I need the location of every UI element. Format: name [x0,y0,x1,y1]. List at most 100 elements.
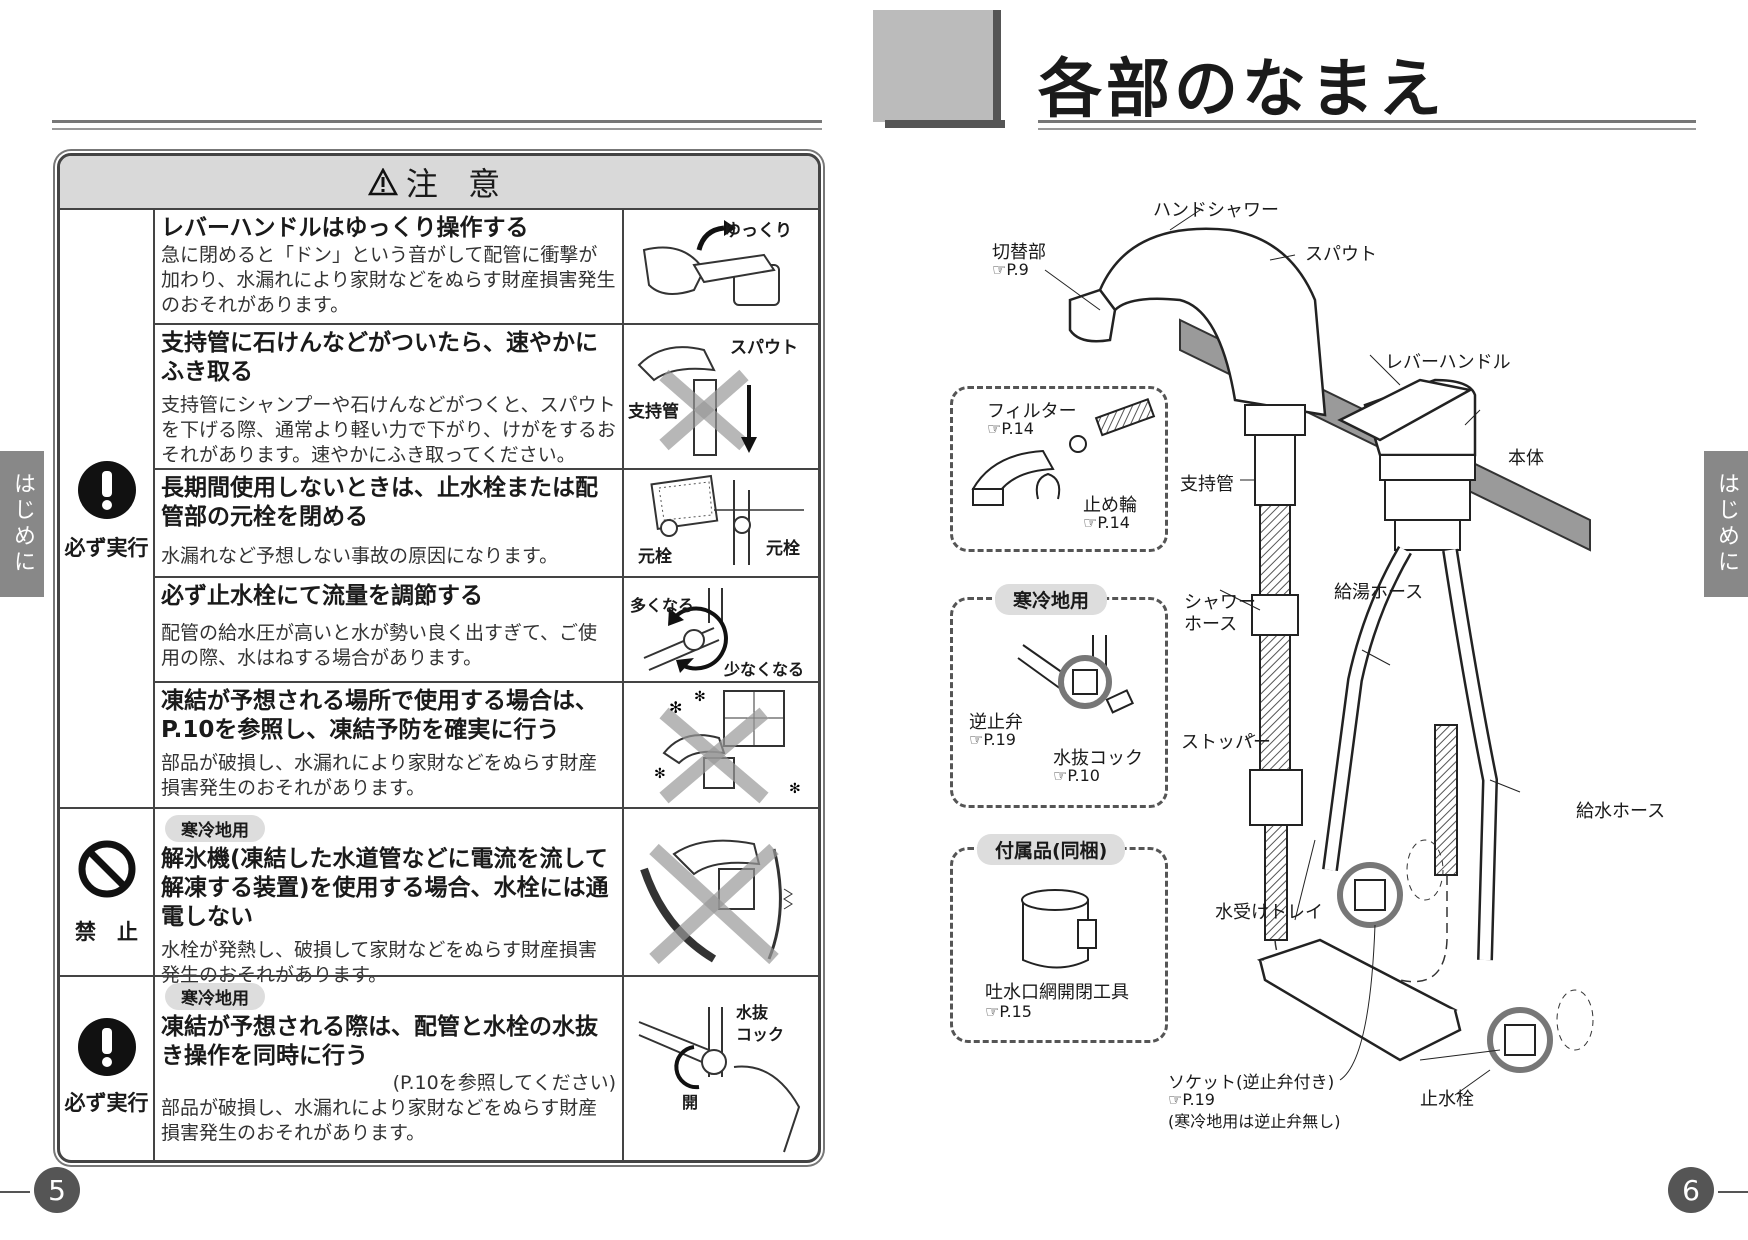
header-rule [1038,120,1696,123]
svg-text:✻: ✻ [654,766,666,782]
title-block-shadow [993,10,1001,128]
ref-drain: ☞P.10 [1053,766,1100,785]
row-illustration: 水抜 コック 開 [622,977,818,1160]
row-body: 支持管にシャンプーや石けんなどがつくと、スパウトを下げる際、通常より軽い力で下が… [161,394,616,466]
label-lever: レバーハンドル [1385,352,1511,373]
footer-rule [1718,1191,1748,1193]
row-illustration: 多くなる 少なくなる [622,578,818,683]
must2-symbol-cell: 必ず実行 [60,975,155,1160]
prohibit-label: 禁 止 [75,920,138,944]
label-water-hose: 給水ホース [1576,801,1666,822]
pic-label: コック [736,1025,785,1044]
label-tool: 吐水口網開閉工具 [985,982,1129,1003]
pic-label: ゆっくり [724,221,792,241]
ref-text: P.10 [1067,766,1100,785]
pic-label: 支持管 [628,402,679,422]
label-support-pipe: 支持管 [1180,474,1234,495]
ref-text: P.15 [999,1002,1032,1021]
row-illustration: ✻ ✻ ✻ ✻ [622,683,818,809]
hand-pointer-icon: ☞ [992,260,1007,279]
label-tray: 水受けトレイ [1215,902,1323,923]
ref-tool: ☞P.15 [985,1002,1032,1021]
label-socket: ソケット(逆止弁付き) [1168,1073,1335,1093]
header-rule [52,120,822,123]
label-spout: スパウト [1305,244,1377,265]
row-body: 部品が破損し、水漏れにより家財などをぬらす財産損害発生のおそれがあります。 [161,1097,598,1144]
row-title: 長期間使用しないときは、止水栓または配管部の元栓を閉める [161,475,598,530]
hand-pointer-icon: ☞ [987,419,1002,438]
caution-row: 寒冷地用 凍結が予想される際は、配管と水栓の水抜き操作を同時に行う (P.10を… [155,975,818,1160]
label-shower-hose-2: ホース [1184,614,1238,635]
row-illustration: 元栓 元栓 [622,470,818,578]
label-socket-note: (寒冷地用は逆止弁無し) [1168,1112,1341,1131]
label-hot-hose: 給湯ホース [1334,582,1424,603]
ref-check-valve: ☞P.19 [969,730,1016,749]
must2-label: 必ず実行 [64,1091,149,1115]
ref-filter: ☞P.14 [987,419,1034,438]
page-title: 各部のなまえ [1038,53,1446,127]
label-filter: フィルター [987,401,1077,422]
page-number-left: 5 [34,1167,80,1213]
must-label: 必ず実行 [64,536,149,560]
side-tab-right[interactable]: はじめに [1704,451,1748,597]
row-title: レバーハンドルはゆっくり操作する [161,215,529,241]
prohibited-icon [78,840,136,898]
row-note: (P.10を参照してください) [392,1072,616,1094]
label-hand-shower: ハンドシャワー [1153,200,1279,221]
page-number-right: 6 [1668,1167,1714,1213]
ref-text: P.14 [1001,419,1034,438]
ref-text: P.19 [1182,1090,1215,1109]
hand-pointer-icon: ☞ [1083,513,1098,532]
row-illustration [622,809,818,977]
caution-row: 凍結が予想される場所で使用する場合は、P.10を参照し、凍結予防を確実に行う 部… [155,681,818,809]
title-block [873,10,993,122]
row-title: 解氷機(凍結した水道管などに電流を流して解凍する装置)を使用する場合、水栓には通… [161,846,609,930]
label-stopper: ストッパー [1181,732,1271,753]
ref-socket: ☞P.19 [1168,1090,1215,1109]
ref-text: P.9 [1006,260,1029,279]
hand-pointer-icon: ☞ [969,730,984,749]
ref-ring: ☞P.14 [1083,513,1130,532]
mandatory-icon [78,1018,136,1076]
row-title: 凍結が予想される際は、配管と水栓の水抜き操作を同時に行う [161,1014,598,1069]
label-shower-hose: シャワー [1184,592,1256,613]
row-body: 配管の給水圧が高いと水が勢い良く出すぎて、ご使用の際、水はねする場合があります。 [161,622,598,669]
caution-row: 寒冷地用 解氷機(凍結した水道管などに電流を流して解凍する装置)を使用する場合、… [155,807,818,986]
row-illustration: ゆっくり [622,210,818,323]
pic-label: 元栓 [766,539,800,559]
label-body: 本体 [1508,448,1544,469]
caution-row: 長期間使用しないときは、止水栓または配管部の元栓を閉める 水漏れなど予想しない事… [155,468,818,578]
ref-switch: ☞P.9 [992,260,1029,279]
accessory-box: 付属品(同梱) 吐水口網開閉工具 ☞P.15 [950,834,1168,1043]
label-check-valve: 逆止弁 [969,712,1023,733]
caution-title: 注 意 [405,165,511,203]
ref-text: P.19 [983,730,1016,749]
pic-label: 元栓 [638,547,672,567]
row-body: 水漏れなど予想しない事故の原因になります。 [161,545,559,567]
row-body: 急に閉めると「ドン」という音がして配管に衝撃が加わり、水漏れにより家財などをぬら… [161,244,616,316]
svg-text:✻: ✻ [669,698,682,717]
label-ring: 止め輪 [1083,495,1137,516]
label-drain: 水抜コック [1053,748,1143,769]
mandatory-icon [78,461,136,519]
pic-label: スパウト [730,338,798,358]
row-title: 必ず止水栓にて流量を調節する [161,583,483,609]
faucet-diagram [1044,209,1594,1096]
caution-row: 支持管に石けんなどがついたら、速やかにふき取る 支持管にシャンプーや石けんなどが… [155,323,818,470]
ref-text: P.14 [1097,513,1130,532]
caution-header: 注 意 [60,156,818,210]
side-tab-left[interactable]: はじめに [0,451,44,597]
prohibit-symbol-cell: 禁 止 [60,807,155,977]
hand-pointer-icon: ☞ [985,1002,1000,1021]
caution-row: レバーハンドルはゆっくり操作する 急に閉めると「ドン」という音がして配管に衝撃が… [155,210,818,323]
hand-pointer-icon: ☞ [1053,766,1068,785]
row-title: 凍結が予想される場所で使用する場合は、P.10を参照し、凍結予防を確実に行う [161,688,598,743]
label-stop-valve: 止水栓 [1420,1089,1474,1110]
pic-label: 水抜 [736,1003,769,1022]
caution-row: 必ず止水栓にて流量を調節する 配管の給水圧が高いと水が勢い良く出すぎて、ご使用の… [155,576,818,683]
hand-pointer-icon: ☞ [1168,1090,1183,1109]
svg-text:✻: ✻ [789,781,801,797]
caution-panel: 注 意 必ず実行 禁 止 必ず実行 レバーハンドルはゆっくり操作する 急に閉める… [57,153,821,1163]
cold-region-box: 寒冷地用 逆止弁 ☞P.19 水抜コック ☞P.10 [950,584,1168,808]
svg-text:✻: ✻ [694,689,706,705]
